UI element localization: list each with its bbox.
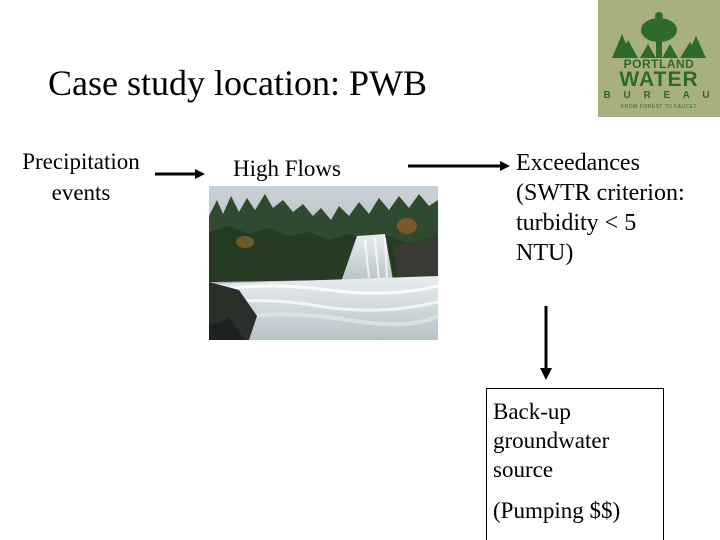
- logo-bureau: B U R E A U: [603, 90, 715, 101]
- slide-title: Case study location: PWB: [48, 63, 427, 103]
- logo-portland: PORTLAND: [623, 57, 695, 71]
- arrow-exceedances-to-backup: [540, 306, 552, 380]
- node-backup-line-4: (Pumping $$): [493, 498, 621, 523]
- node-backup-line-2: groundwater: [493, 428, 610, 453]
- logo-tagline: FROM FOREST TO FAUCET: [620, 104, 698, 110]
- node-exceedances-line-4: NTU): [516, 240, 574, 266]
- arrow-highflows-to-exceedances: [408, 161, 510, 171]
- node-precipitation-line-2: events: [51, 180, 111, 205]
- node-exceedances-line-1: Exceedances: [516, 150, 640, 176]
- node-precipitation-events: Precipitation events: [6, 146, 156, 208]
- logo-water: WATER: [619, 68, 699, 91]
- node-exceedances-line-3: turbidity < 5: [516, 210, 637, 236]
- node-precipitation-line-1: Precipitation: [22, 149, 140, 174]
- node-exceedances-line-2: (SWTR criterion:: [516, 180, 685, 206]
- node-exceedances: Exceedances (SWTR criterion: turbidity <…: [516, 148, 720, 268]
- node-backup-groundwater: Back-up groundwater source (Pumping $$): [486, 388, 664, 540]
- waterfall-photo: [209, 186, 438, 340]
- node-high-flows: High Flows: [233, 156, 341, 181]
- node-backup-line-1: Back-up: [493, 399, 571, 424]
- node-backup-line-3: source: [493, 457, 554, 482]
- tree-emblem-icon: [612, 12, 706, 58]
- portland-water-bureau-logo: PORTLAND WATER B U R E A U FROM FOREST T…: [598, 0, 720, 117]
- arrow-precip-to-highflows: [155, 169, 205, 179]
